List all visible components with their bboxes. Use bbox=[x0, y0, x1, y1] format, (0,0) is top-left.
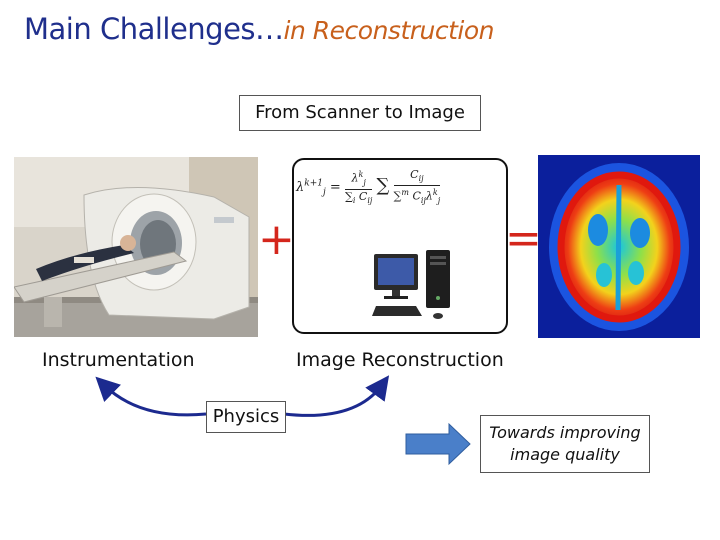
quality-line-1: Towards improving bbox=[489, 423, 641, 442]
curve-to-instrumentation bbox=[95, 376, 207, 417]
quality-line-2: image quality bbox=[510, 445, 620, 464]
mlem-formula: λk+1j = λkj ∑i Cij ∑ Cij ∑m Cijλkj bbox=[296, 168, 441, 206]
quality-note-box: Towards improving image quality bbox=[480, 415, 650, 473]
title-subtitle: in Reconstruction bbox=[283, 16, 495, 45]
formula-sum: ∑ bbox=[376, 175, 390, 197]
physics-box: Physics bbox=[206, 401, 286, 433]
scanner-to-image-box: From Scanner to Image bbox=[239, 95, 481, 131]
plus-operator: + bbox=[258, 214, 295, 265]
equals-operator: = bbox=[505, 213, 542, 264]
slide-title: Main Challenges…in Reconstruction bbox=[24, 12, 495, 46]
instrumentation-label: Instrumentation bbox=[42, 349, 195, 371]
image-reconstruction-label: Image Reconstruction bbox=[296, 349, 504, 371]
title-main: Main Challenges… bbox=[24, 12, 284, 46]
formula-lhs-sup: k+1 bbox=[304, 178, 323, 189]
ct-scanner-photo bbox=[14, 157, 258, 337]
reconstruction-panel: λk+1j = λkj ∑i Cij ∑ Cij ∑m Cijλkj bbox=[292, 158, 508, 334]
right-block-arrow bbox=[405, 422, 471, 466]
curve-to-reconstruction bbox=[283, 375, 390, 417]
formula-lhs-sub: j bbox=[322, 187, 326, 198]
pet-brain-image bbox=[538, 155, 700, 338]
computer-icon bbox=[372, 250, 450, 319]
formula-lhs: λ bbox=[296, 180, 305, 196]
